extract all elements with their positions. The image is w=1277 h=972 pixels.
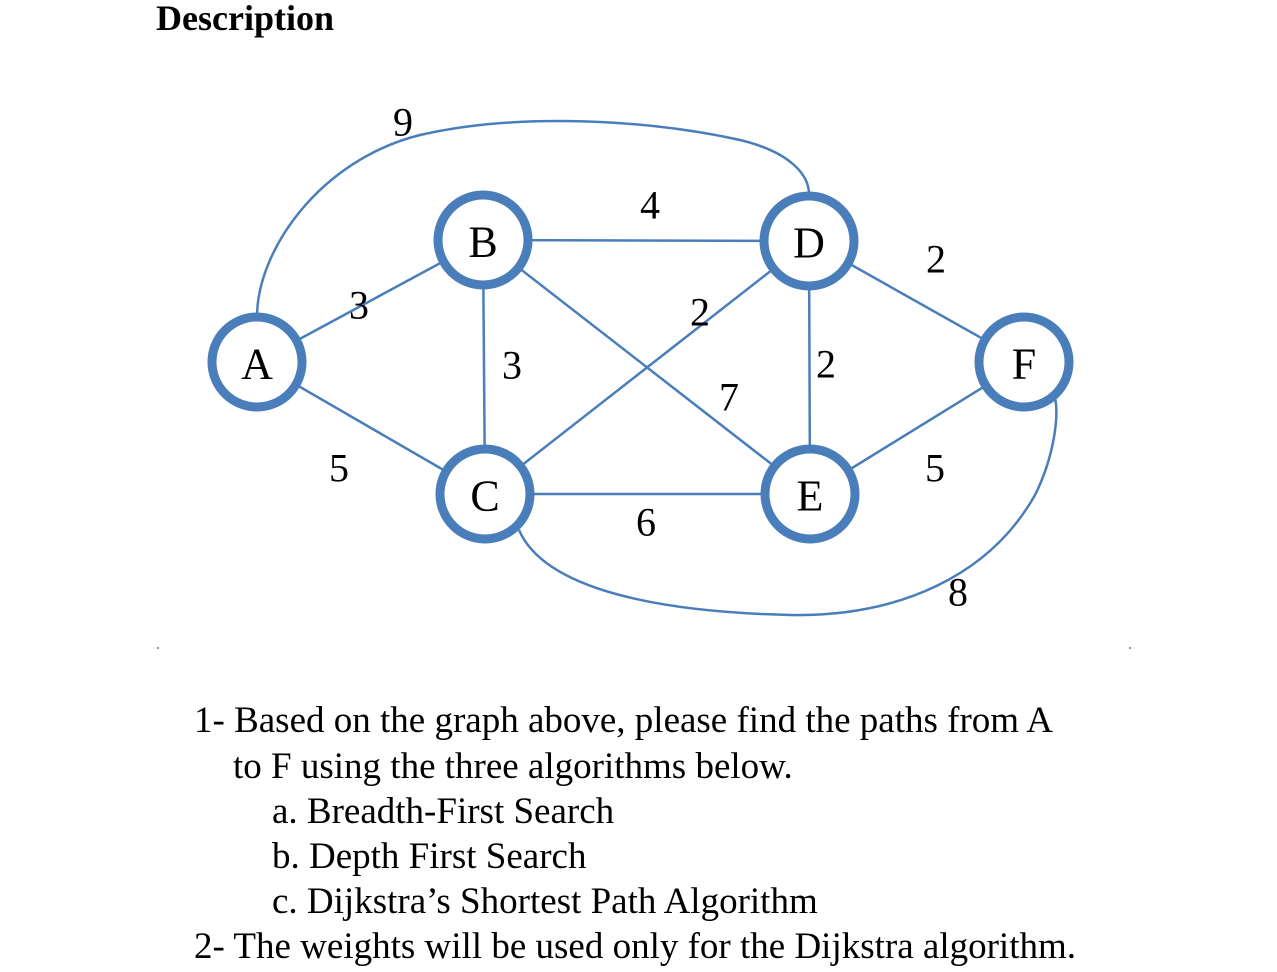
nodes-layer: A B C D E F [207, 190, 1074, 544]
edge-a-d [255, 119, 811, 318]
weight-label-b-e: 7 [719, 375, 739, 420]
node-a: A [207, 312, 307, 412]
weight-label-a-d: 9 [393, 100, 413, 145]
weight-label-c-f: 8 [948, 570, 968, 615]
weight-label-b-d: 4 [640, 183, 660, 228]
weight-label-a-b: 3 [349, 283, 369, 328]
corner-dot-left [157, 647, 159, 649]
node-circle-c [435, 444, 535, 544]
question-1-line-1: 1- Based on the graph above, please find… [194, 700, 1053, 741]
question-1-item-b: b. Depth First Search [272, 836, 587, 877]
node-label-e: E [797, 472, 824, 521]
node-f: F [974, 312, 1074, 412]
question-1-line-2: to F using the three algorithms below. [233, 746, 793, 787]
question-1-item-a: a. Breadth-First Search [272, 791, 615, 832]
weight-label-d-f: 2 [926, 237, 946, 282]
weight-label-e-f: 5 [925, 446, 945, 491]
weight-label-b-c: 3 [502, 343, 522, 388]
question-2: 2- The weights will be used only for the… [194, 926, 1077, 967]
weight-label-c-e: 6 [636, 500, 656, 545]
edge-c-f [517, 394, 1058, 617]
weight-label-d-e: 2 [816, 342, 836, 387]
node-label-c: C [470, 472, 499, 521]
node-label-a: A [241, 340, 273, 389]
corner-dot-right [1129, 647, 1131, 649]
edge-b-d [482, 238, 810, 243]
edge-c-d [484, 240, 810, 495]
node-label-b: B [468, 218, 497, 267]
weight-label-a-c: 5 [329, 446, 349, 491]
node-circle-b [433, 190, 533, 290]
node-circle-a [207, 312, 307, 412]
node-e: E [760, 444, 860, 544]
page-heading: Description [156, 0, 334, 38]
node-circle-f [974, 312, 1074, 412]
question-1-item-c: c. Dijkstra’s Shortest Path Algorithm [272, 881, 818, 922]
node-label-f: F [1012, 340, 1036, 389]
node-circle-e [760, 444, 860, 544]
node-circle-d [759, 191, 859, 291]
node-b: B [433, 190, 533, 290]
node-c: C [435, 444, 535, 544]
weight-label-c-d: 2 [690, 290, 710, 335]
node-label-d: D [793, 219, 825, 268]
node-d: D [759, 191, 859, 291]
